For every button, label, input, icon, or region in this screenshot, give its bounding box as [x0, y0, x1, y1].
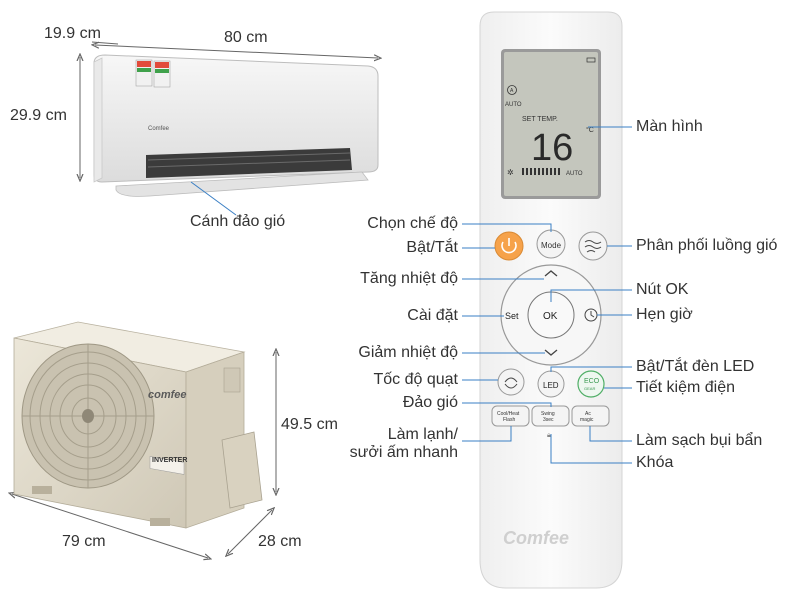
svg-text:Swing: Swing: [541, 411, 555, 417]
indoor-width-dimension-line: [95, 45, 378, 58]
svg-text:Cool/Heat: Cool/Heat: [497, 411, 520, 417]
callout-screen: Màn hình: [636, 118, 703, 135]
lcd-temperature: 16: [531, 127, 573, 169]
callout-power: Bật/Tắt: [406, 239, 458, 256]
outdoor-height-label: 49.5 cm: [281, 416, 338, 433]
callout-eco: Tiết kiệm điện: [636, 379, 735, 396]
callout-clean: Làm sạch bụi bẩn: [636, 432, 763, 449]
callout-temp-down: Giảm nhiệt độ: [358, 344, 458, 361]
outdoor-unit: INVERTER comfee: [12, 321, 276, 558]
callout-temp-up: Tăng nhiệt độ: [360, 270, 458, 287]
eco-button[interactable]: [577, 370, 605, 398]
svg-text:Flash: Flash: [503, 417, 515, 423]
leader-lines: [462, 126, 632, 464]
eco-button-sub: GEAR: [584, 386, 595, 391]
mode-button-label: Mode: [541, 241, 562, 250]
indoor-width-label: 80 cm: [224, 29, 268, 46]
power-icon: [501, 241, 517, 254]
callout-airflow: Phân phối luồng gió: [636, 237, 778, 254]
indoor-unit: Comfee: [80, 41, 378, 216]
led-button-label: LED: [543, 381, 559, 390]
eco-button-label: ECO: [584, 378, 600, 385]
callout-mode: Chọn chế độ: [367, 215, 458, 232]
lcd-mode-text: AUTO: [505, 102, 522, 108]
indoor-depth-label: 19.9 cm: [44, 25, 101, 42]
callout-coolheat-line1: Làm lạnh/: [387, 426, 458, 443]
callout-timer: Hẹn giờ: [636, 306, 693, 323]
callout-set: Cài đặt: [407, 307, 458, 324]
set-button-label: Set: [505, 311, 519, 321]
indoor-brand-logo: Comfee: [148, 126, 170, 132]
lcd-set-temp-label: SET TEMP.: [522, 116, 558, 123]
callout-led: Bật/Tắt đèn LED: [636, 358, 755, 375]
lcd-fan-text: AUTO: [566, 171, 583, 177]
outdoor-width-label: 79 cm: [62, 533, 106, 550]
svg-text:✲: ✲: [507, 168, 514, 177]
remote-control: A AUTO SET TEMP. 16 °C ✲ AUTO Mode OK Se…: [479, 11, 623, 589]
temp-up-icon: [544, 270, 558, 277]
outdoor-depth-label: 28 cm: [258, 533, 302, 550]
svg-text:3sec: 3sec: [543, 417, 554, 423]
inverter-badge: INVERTER: [152, 457, 187, 464]
lcd-unit: °C: [586, 126, 594, 134]
callout-fan-speed: Tốc độ quạt: [373, 371, 459, 388]
fan-speed-button[interactable]: [497, 368, 525, 396]
svg-text:magic: magic: [580, 417, 594, 423]
svg-text:Ac: Ac: [585, 411, 591, 417]
temp-down-icon: [544, 349, 558, 356]
indoor-height-label: 29.9 cm: [10, 107, 67, 124]
indoor-depth-dimension-line: [91, 41, 119, 45]
svg-text:A: A: [510, 88, 514, 94]
airflow-button[interactable]: [578, 231, 608, 261]
ok-button-label: OK: [543, 311, 558, 322]
outdoor-brand-logo: comfee: [148, 389, 187, 401]
callout-lock: Khóa: [636, 454, 674, 471]
callout-swing: Đảo gió: [402, 394, 458, 411]
remote-brand-logo: Comfee: [503, 528, 569, 548]
fan-icon: [504, 377, 518, 389]
lcd-fan-level-bars: [522, 168, 560, 175]
callout-coolheat-line2: sưởi ấm nhanh: [349, 444, 458, 461]
louver-label: Cánh đảo gió: [190, 213, 286, 230]
callout-ok: Nút OK: [636, 281, 689, 298]
airflow-icon: [584, 240, 602, 253]
lock-icon: 🔒︎: [547, 432, 551, 439]
